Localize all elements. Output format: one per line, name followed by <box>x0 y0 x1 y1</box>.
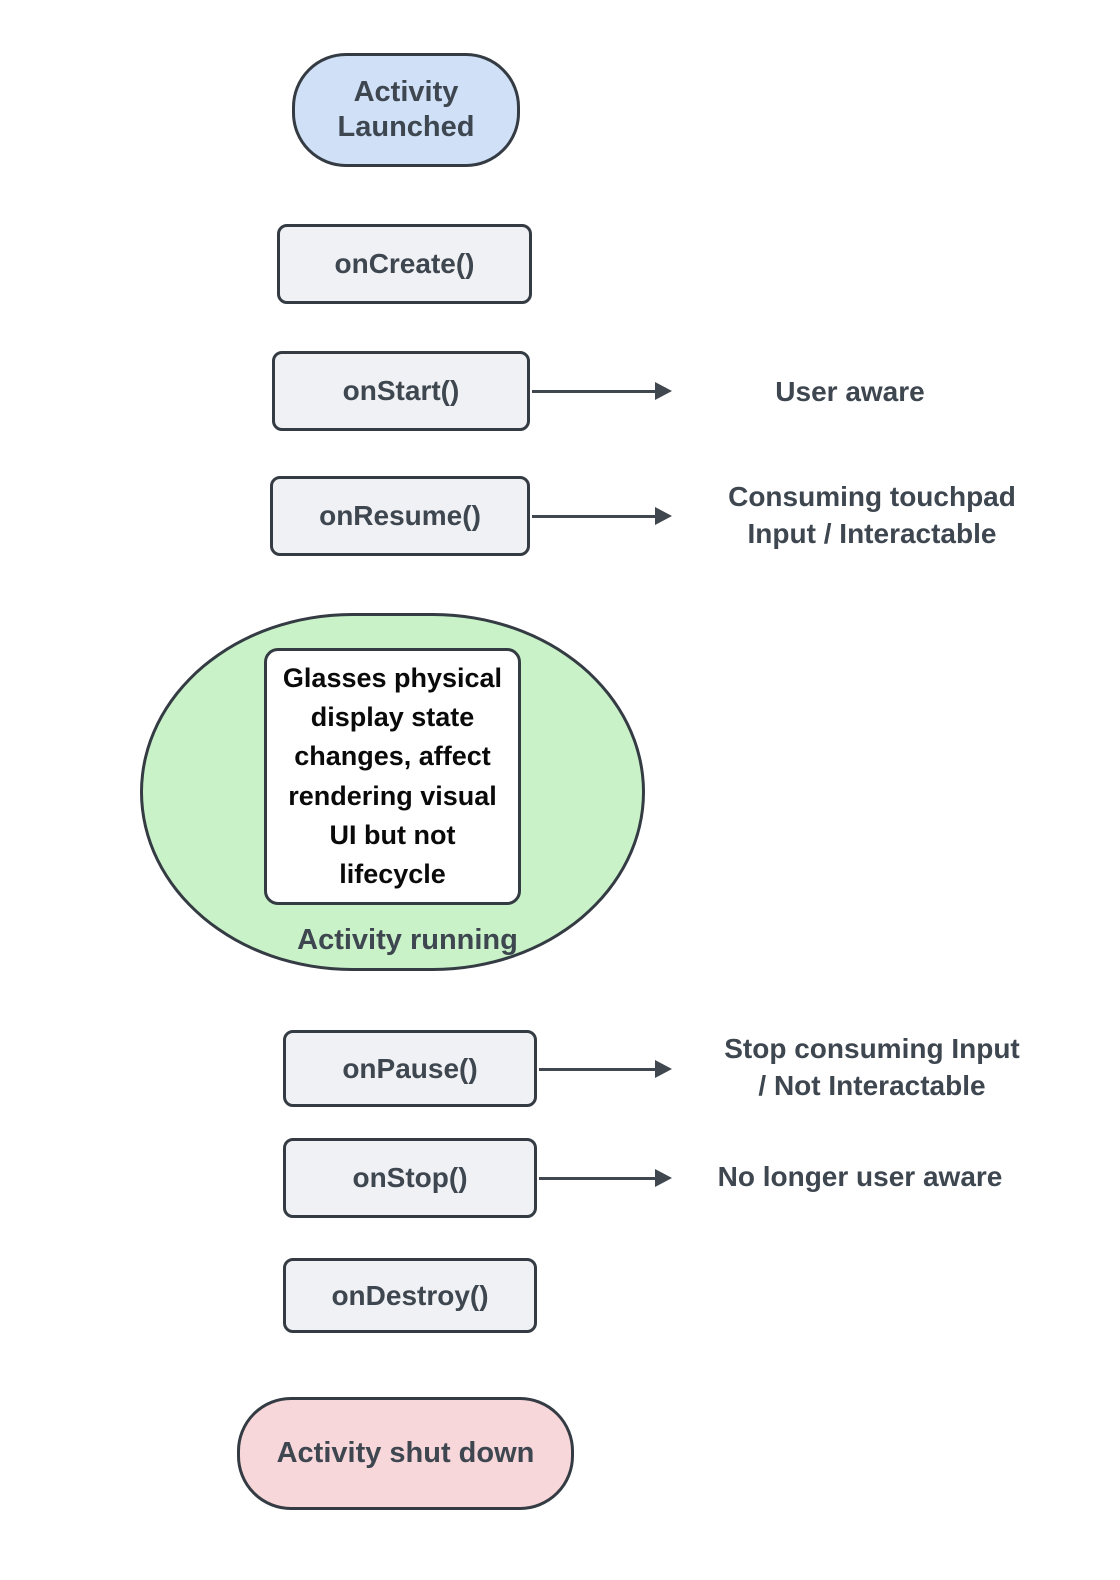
activity-launched-label: Activity Launched <box>337 75 475 143</box>
running-note-box: Glasses physical display state changes, … <box>264 648 521 905</box>
arrow-head <box>655 382 672 400</box>
on-start-label: onStart() <box>342 375 460 406</box>
stop-consuming-annotation: Stop consuming Input / Not Interactable <box>692 1031 1052 1105</box>
on-stop-box: onStop() <box>283 1138 537 1218</box>
annotation-line: User aware <box>775 376 925 407</box>
activity-launched-node: Activity Launched <box>292 53 520 167</box>
running-note-text: Glasses physical display state changes, … <box>282 663 503 889</box>
on-resume-box: onResume() <box>270 476 530 556</box>
on-resume-label: onResume() <box>319 500 481 531</box>
arrow-line <box>539 1068 655 1071</box>
on-pause-label: onPause() <box>342 1052 478 1084</box>
on-create-box: onCreate() <box>277 224 532 304</box>
annotation-line: Input / Interactable <box>747 517 997 549</box>
arrow-line <box>539 1177 655 1180</box>
on-destroy-box: onDestroy() <box>283 1258 537 1333</box>
consuming-touchpad-annotation: Consuming touchpad Input / Interactable <box>692 479 1052 553</box>
annotation-line: / Not Interactable <box>758 1069 986 1101</box>
activity-running-label: Activity running <box>297 924 518 956</box>
on-create-label: onCreate() <box>334 248 475 279</box>
arrow-head <box>655 507 672 525</box>
on-stop-label: onStop() <box>352 1162 468 1193</box>
on-start-arrow <box>532 382 672 400</box>
on-destroy-label: onDestroy() <box>331 1279 489 1311</box>
on-pause-box: onPause() <box>283 1030 537 1107</box>
on-stop-arrow <box>539 1169 672 1187</box>
arrow-line <box>532 515 655 518</box>
arrow-line <box>532 390 655 393</box>
activity-shutdown-node: Activity shut down <box>237 1397 574 1510</box>
annotation-line: Consuming touchpad <box>728 481 1016 512</box>
on-pause-arrow <box>539 1060 672 1078</box>
annotation-line: Stop consuming Input <box>724 1033 1020 1064</box>
on-resume-arrow <box>532 507 672 525</box>
arrow-head <box>655 1169 672 1187</box>
user-aware-annotation: User aware <box>715 374 985 411</box>
no-longer-user-aware-annotation: No longer user aware <box>690 1159 1030 1196</box>
arrow-head <box>655 1060 672 1078</box>
activity-shutdown-label: Activity shut down <box>276 1437 535 1469</box>
on-start-box: onStart() <box>272 351 530 431</box>
annotation-line: No longer user aware <box>717 1161 1003 1192</box>
